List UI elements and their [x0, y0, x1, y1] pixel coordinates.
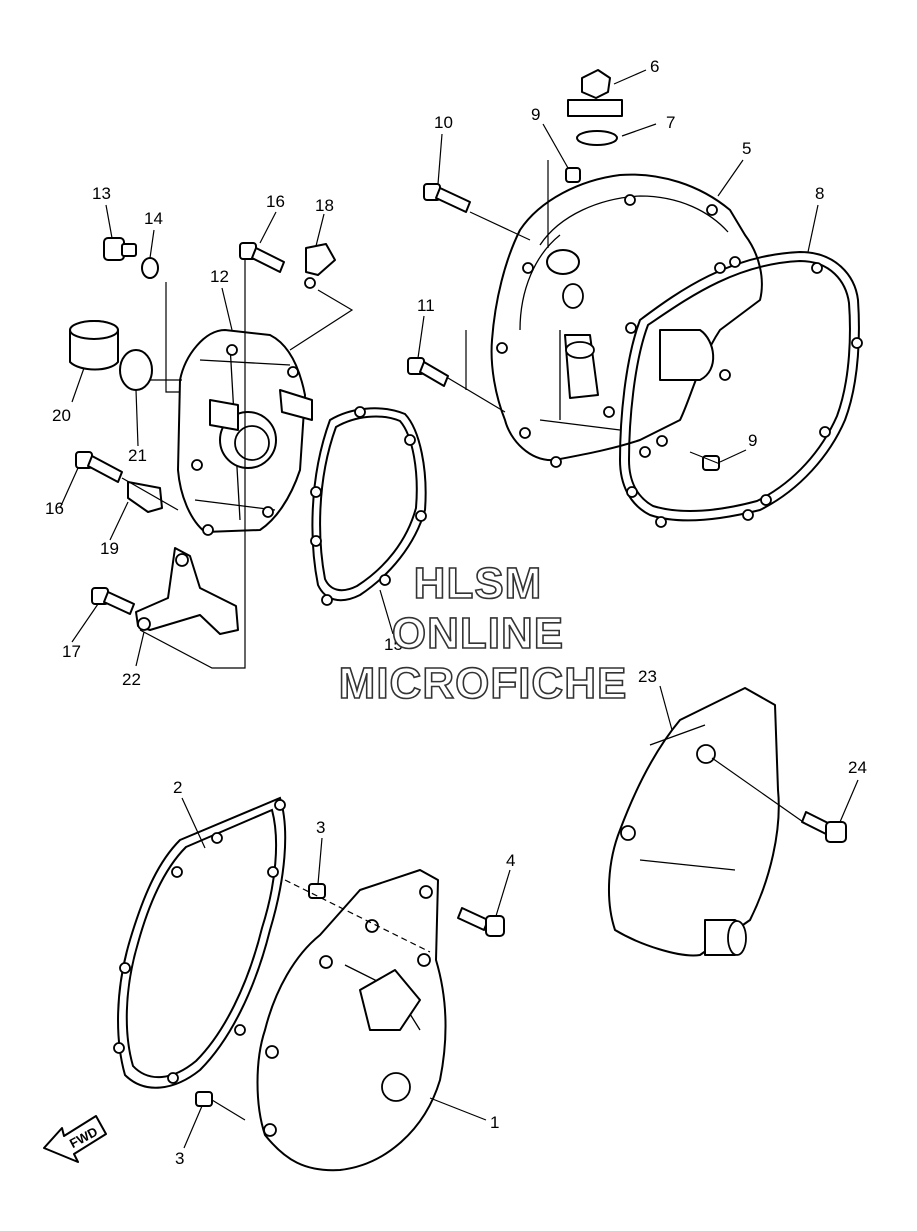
callout-leaders — [59, 69, 859, 1149]
callout-14[interactable]: 14 — [144, 209, 163, 228]
part-22-bracket[interactable] — [135, 547, 239, 635]
callout-10[interactable]: 10 — [434, 113, 453, 132]
callout-9-upper[interactable]: 9 — [531, 105, 540, 124]
callout-23[interactable]: 23 — [638, 667, 657, 686]
callout-9-lower[interactable]: 9 — [748, 431, 757, 450]
callout-7[interactable]: 7 — [666, 113, 675, 132]
part-15-cover-gasket[interactable] — [310, 406, 427, 606]
part-6-oil-filler-plug[interactable] — [567, 69, 623, 117]
callout-3-lower[interactable]: 3 — [175, 1149, 184, 1168]
callout-16-lower[interactable]: 16 — [45, 499, 64, 518]
callout-8[interactable]: 8 — [815, 184, 824, 203]
part-8-clutch-cover-gasket[interactable] — [618, 250, 863, 528]
alignment-lines — [121, 160, 807, 1121]
part-16-bolt-lower[interactable] — [75, 451, 123, 483]
callout-1[interactable]: 1 — [490, 1113, 499, 1132]
part-13-plug[interactable] — [103, 237, 137, 261]
part-16-bolt-upper[interactable] — [239, 242, 285, 273]
callout-17[interactable]: 17 — [62, 642, 81, 661]
part-12-crankcase-cover[interactable] — [177, 329, 313, 536]
callout-6[interactable]: 6 — [650, 57, 659, 76]
callout-20[interactable]: 20 — [52, 406, 71, 425]
part-19-clip[interactable] — [127, 481, 163, 513]
callout-22[interactable]: 22 — [122, 670, 141, 689]
callout-11[interactable]: 11 — [417, 296, 435, 315]
callout-15[interactable]: 15 — [384, 635, 403, 654]
part-1-generator-cover[interactable] — [256, 869, 447, 1172]
callout-13[interactable]: 13 — [92, 184, 111, 203]
part-2-generator-cover-gasket[interactable] — [113, 796, 287, 1089]
part-5-clutch-cover[interactable] — [490, 173, 763, 468]
part-24-bolt[interactable] — [801, 811, 847, 843]
callout-24[interactable]: 24 — [848, 758, 867, 777]
callout-12[interactable]: 12 — [210, 267, 229, 286]
forward-arrow-icon — [43, 1115, 107, 1163]
callout-19[interactable]: 19 — [100, 539, 119, 558]
callout-16-upper[interactable]: 16 — [266, 192, 285, 211]
callout-5[interactable]: 5 — [742, 139, 751, 158]
watermark-line-1: HLSM — [414, 559, 543, 608]
part-3-dowel-pin-lower[interactable] — [195, 1091, 213, 1107]
part-11-bolt[interactable] — [407, 357, 449, 387]
callout-4[interactable]: 4 — [506, 851, 515, 870]
part-23-sprocket-cover[interactable] — [608, 687, 780, 957]
callout-18[interactable]: 18 — [315, 196, 334, 215]
part-7-o-ring[interactable] — [576, 130, 618, 146]
part-10-bolt[interactable] — [423, 183, 471, 213]
callout-2[interactable]: 2 — [173, 778, 182, 797]
part-20-cap[interactable] — [69, 320, 119, 371]
watermark: HLSM ONLINE MICROFICHE — [338, 558, 628, 709]
watermark-line-2: ONLINE — [392, 609, 564, 658]
part-4-bolt[interactable] — [457, 907, 505, 937]
fwd-direction-badge: FWD — [43, 1115, 107, 1163]
callout-3-upper[interactable]: 3 — [316, 818, 325, 837]
part-18-clamp[interactable] — [304, 243, 336, 289]
part-9-dowel-pin-upper[interactable] — [565, 167, 581, 183]
callout-labels: 1 2 3 3 4 5 6 7 8 9 9 10 11 12 13 14 15 … — [45, 57, 867, 1168]
part-14-washer[interactable] — [141, 257, 159, 279]
part-17-bolt[interactable] — [91, 587, 135, 615]
callout-21[interactable]: 21 — [128, 446, 147, 465]
part-21-o-ring[interactable] — [119, 349, 153, 391]
watermark-line-3: MICROFICHE — [339, 659, 628, 708]
